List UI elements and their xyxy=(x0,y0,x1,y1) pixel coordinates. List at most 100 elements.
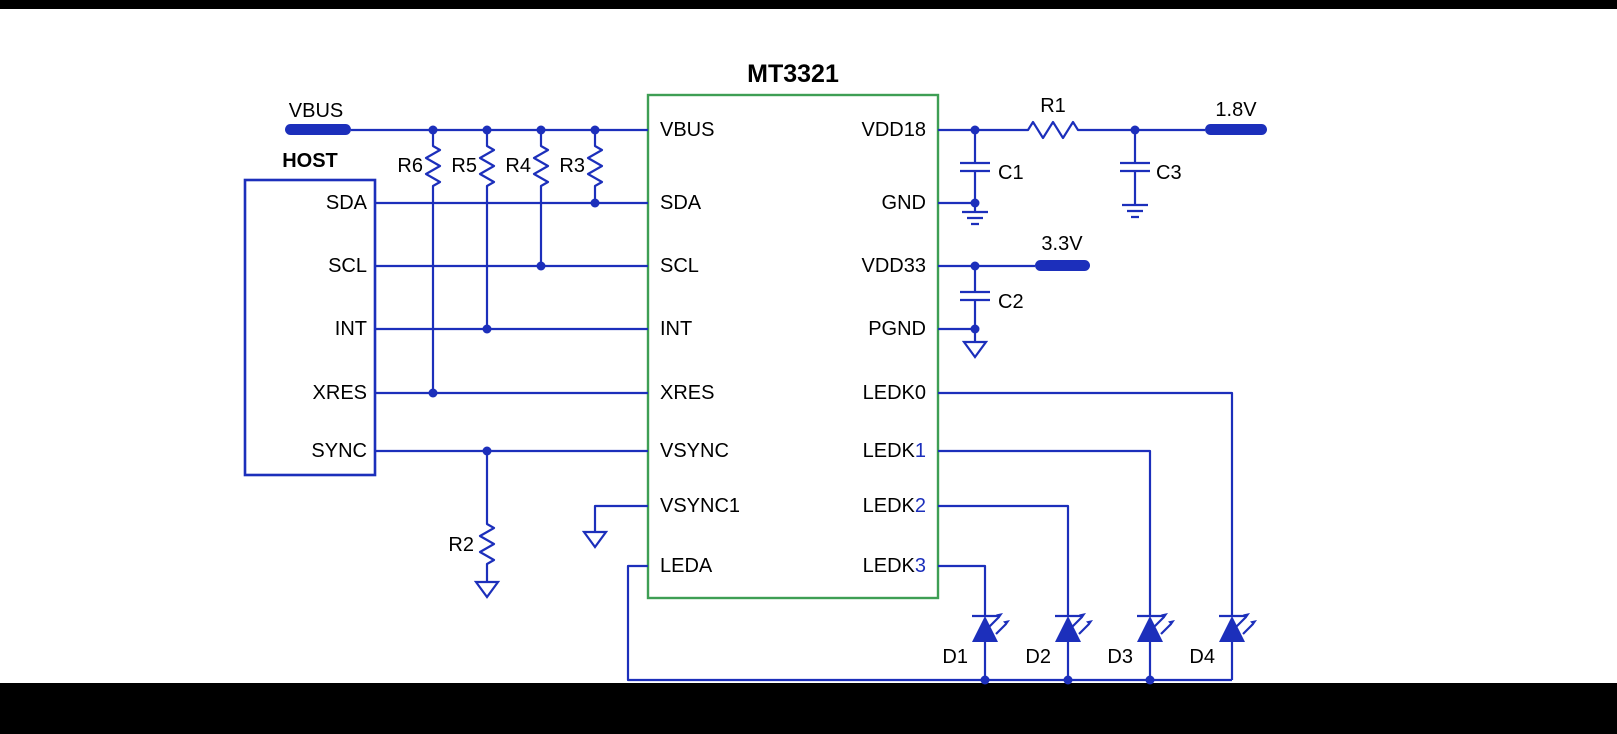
chip-pin-ledk3-base: LEDK xyxy=(863,555,916,577)
capacitor-c1-label: C1 xyxy=(998,162,1024,184)
ground-triangle-r2 xyxy=(473,580,501,599)
wires xyxy=(351,120,1234,682)
capacitor-c2-label: C2 xyxy=(998,291,1024,313)
resistor-r1 xyxy=(938,120,1205,140)
junction-dot xyxy=(970,261,980,271)
v3v3-supply-label: 3.3V xyxy=(1041,233,1083,255)
chip-pin-vdd18: VDD18 xyxy=(862,119,926,141)
chip-pin-vdd18-base: VDD18 xyxy=(862,119,926,141)
junction-dot xyxy=(590,125,600,135)
chip-pin-ledk1: LEDK1 xyxy=(863,440,926,462)
resistor-r2 xyxy=(478,451,496,582)
v3v3-supply-bar xyxy=(1035,260,1090,271)
chip-pin-pgnd: PGND xyxy=(868,318,926,340)
junction-dot xyxy=(1145,675,1155,685)
ground-triangle-pgnd xyxy=(961,340,989,359)
resistor-r4-label: R4 xyxy=(505,155,531,177)
resistor-r1-label: R1 xyxy=(1040,95,1066,117)
led-d2-label: D2 xyxy=(1025,646,1051,668)
chip-pin-ledk2-base: LEDK xyxy=(863,495,916,517)
resistor-r6-label: R6 xyxy=(397,155,423,177)
host-title: HOST xyxy=(282,150,338,172)
chip-pin-gnd: GND xyxy=(882,192,926,214)
junction-dot xyxy=(428,388,438,398)
vbus-supply-label: VBUS xyxy=(289,100,343,122)
wire-ledk1 xyxy=(938,449,1152,616)
led-d4-label: D4 xyxy=(1189,646,1215,668)
chip-pin-int: INT xyxy=(660,318,692,340)
component-labels: R6 R5 R4 R3 R1 R2 C1 C3 C2 D1 D2 D3 D4 xyxy=(397,95,1215,668)
junction-dot xyxy=(482,324,492,334)
v1v8-supply-bar xyxy=(1205,124,1267,135)
junction-dot xyxy=(970,198,980,208)
junction-dot xyxy=(970,324,980,334)
capacitor-c3 xyxy=(1120,130,1150,205)
junction-dot xyxy=(590,198,600,208)
capacitor-c3-label: C3 xyxy=(1156,162,1182,184)
ground-earth-c3 xyxy=(1122,203,1148,219)
capacitor-c2 xyxy=(960,266,990,342)
chip-pin-vsync: VSYNC xyxy=(660,440,729,462)
chip-pin-sda: SDA xyxy=(660,192,702,214)
junction-dot xyxy=(970,125,980,135)
resistor-r4 xyxy=(532,130,550,266)
ground-earth-c1 xyxy=(962,210,988,226)
junction-dots xyxy=(428,125,1155,685)
junction-dot xyxy=(428,125,438,135)
chip-pin-xres: XRES xyxy=(660,382,714,404)
junction-dot xyxy=(536,261,546,271)
resistor-r5 xyxy=(478,130,496,329)
chip-right-pin-labels: VDD18 GND VDD33 PGND LEDK0 LEDK1 LEDK2 L… xyxy=(862,119,926,577)
ground-triangle-vsync1 xyxy=(581,530,609,549)
chip-pin-scl: SCL xyxy=(660,255,699,277)
chip-pin-vsync1: VSYNC1 xyxy=(660,495,740,517)
host-pin-sda: SDA xyxy=(326,192,368,214)
wire-ledk3 xyxy=(938,564,987,616)
chip-pin-pgnd-base: PGND xyxy=(868,318,926,340)
chip-pin-ledk3-digit: 3 xyxy=(915,555,926,577)
wire-ledk0 xyxy=(938,391,1234,616)
chip-pin-gnd-base: GND xyxy=(882,192,926,214)
led-d1-label: D1 xyxy=(942,646,968,668)
v1v8-supply-label: 1.8V xyxy=(1215,99,1257,121)
chip-pin-ledk2: LEDK2 xyxy=(863,495,926,517)
chip-pin-leda: LEDA xyxy=(660,555,713,577)
resistor-r3-label: R3 xyxy=(559,155,585,177)
host-outline xyxy=(243,178,377,477)
resistor-r2-label: R2 xyxy=(448,534,474,556)
chip-outline xyxy=(646,93,940,600)
top-letterbox-bar xyxy=(0,0,1617,9)
chip-left-pin-labels: VBUS SDA SCL INT XRES VSYNC VSYNC1 LEDA xyxy=(660,119,740,577)
junction-dot xyxy=(1130,125,1140,135)
resistor-r5-label: R5 xyxy=(451,155,477,177)
resistor-r3 xyxy=(586,130,604,203)
chip-pin-vdd33: VDD33 xyxy=(862,255,926,277)
host-pin-labels: SDA SCL INT XRES SYNC xyxy=(311,192,367,462)
resistor-r6 xyxy=(424,130,442,393)
junction-dot xyxy=(536,125,546,135)
chip-pin-ledk2-digit: 2 xyxy=(915,495,926,517)
host-pin-int: INT xyxy=(335,318,367,340)
wire-leda-rail xyxy=(626,564,1232,682)
led-d3-label: D3 xyxy=(1107,646,1133,668)
chip-pin-ledk3: LEDK3 xyxy=(863,555,926,577)
vbus-supply-bar xyxy=(285,124,351,135)
chip-pin-ledk0-base: LEDK0 xyxy=(863,382,926,404)
chip-pin-ledk1-digit: 1 xyxy=(915,440,926,462)
capacitor-c1 xyxy=(960,130,990,212)
junction-dot xyxy=(1063,675,1073,685)
junction-dot xyxy=(482,446,492,456)
host-pin-scl: SCL xyxy=(328,255,367,277)
junction-dot xyxy=(482,125,492,135)
chip-pin-vdd33-base: VDD33 xyxy=(862,255,926,277)
chip-pin-ledk1-base: LEDK xyxy=(863,440,916,462)
wire-ledk2 xyxy=(938,504,1070,616)
chip-title: MT3321 xyxy=(747,60,839,88)
wire-vsync1-stub xyxy=(593,504,648,532)
chip-pin-vbus: VBUS xyxy=(660,119,714,141)
junction-dot xyxy=(980,675,990,685)
host-pin-xres: XRES xyxy=(313,382,367,404)
